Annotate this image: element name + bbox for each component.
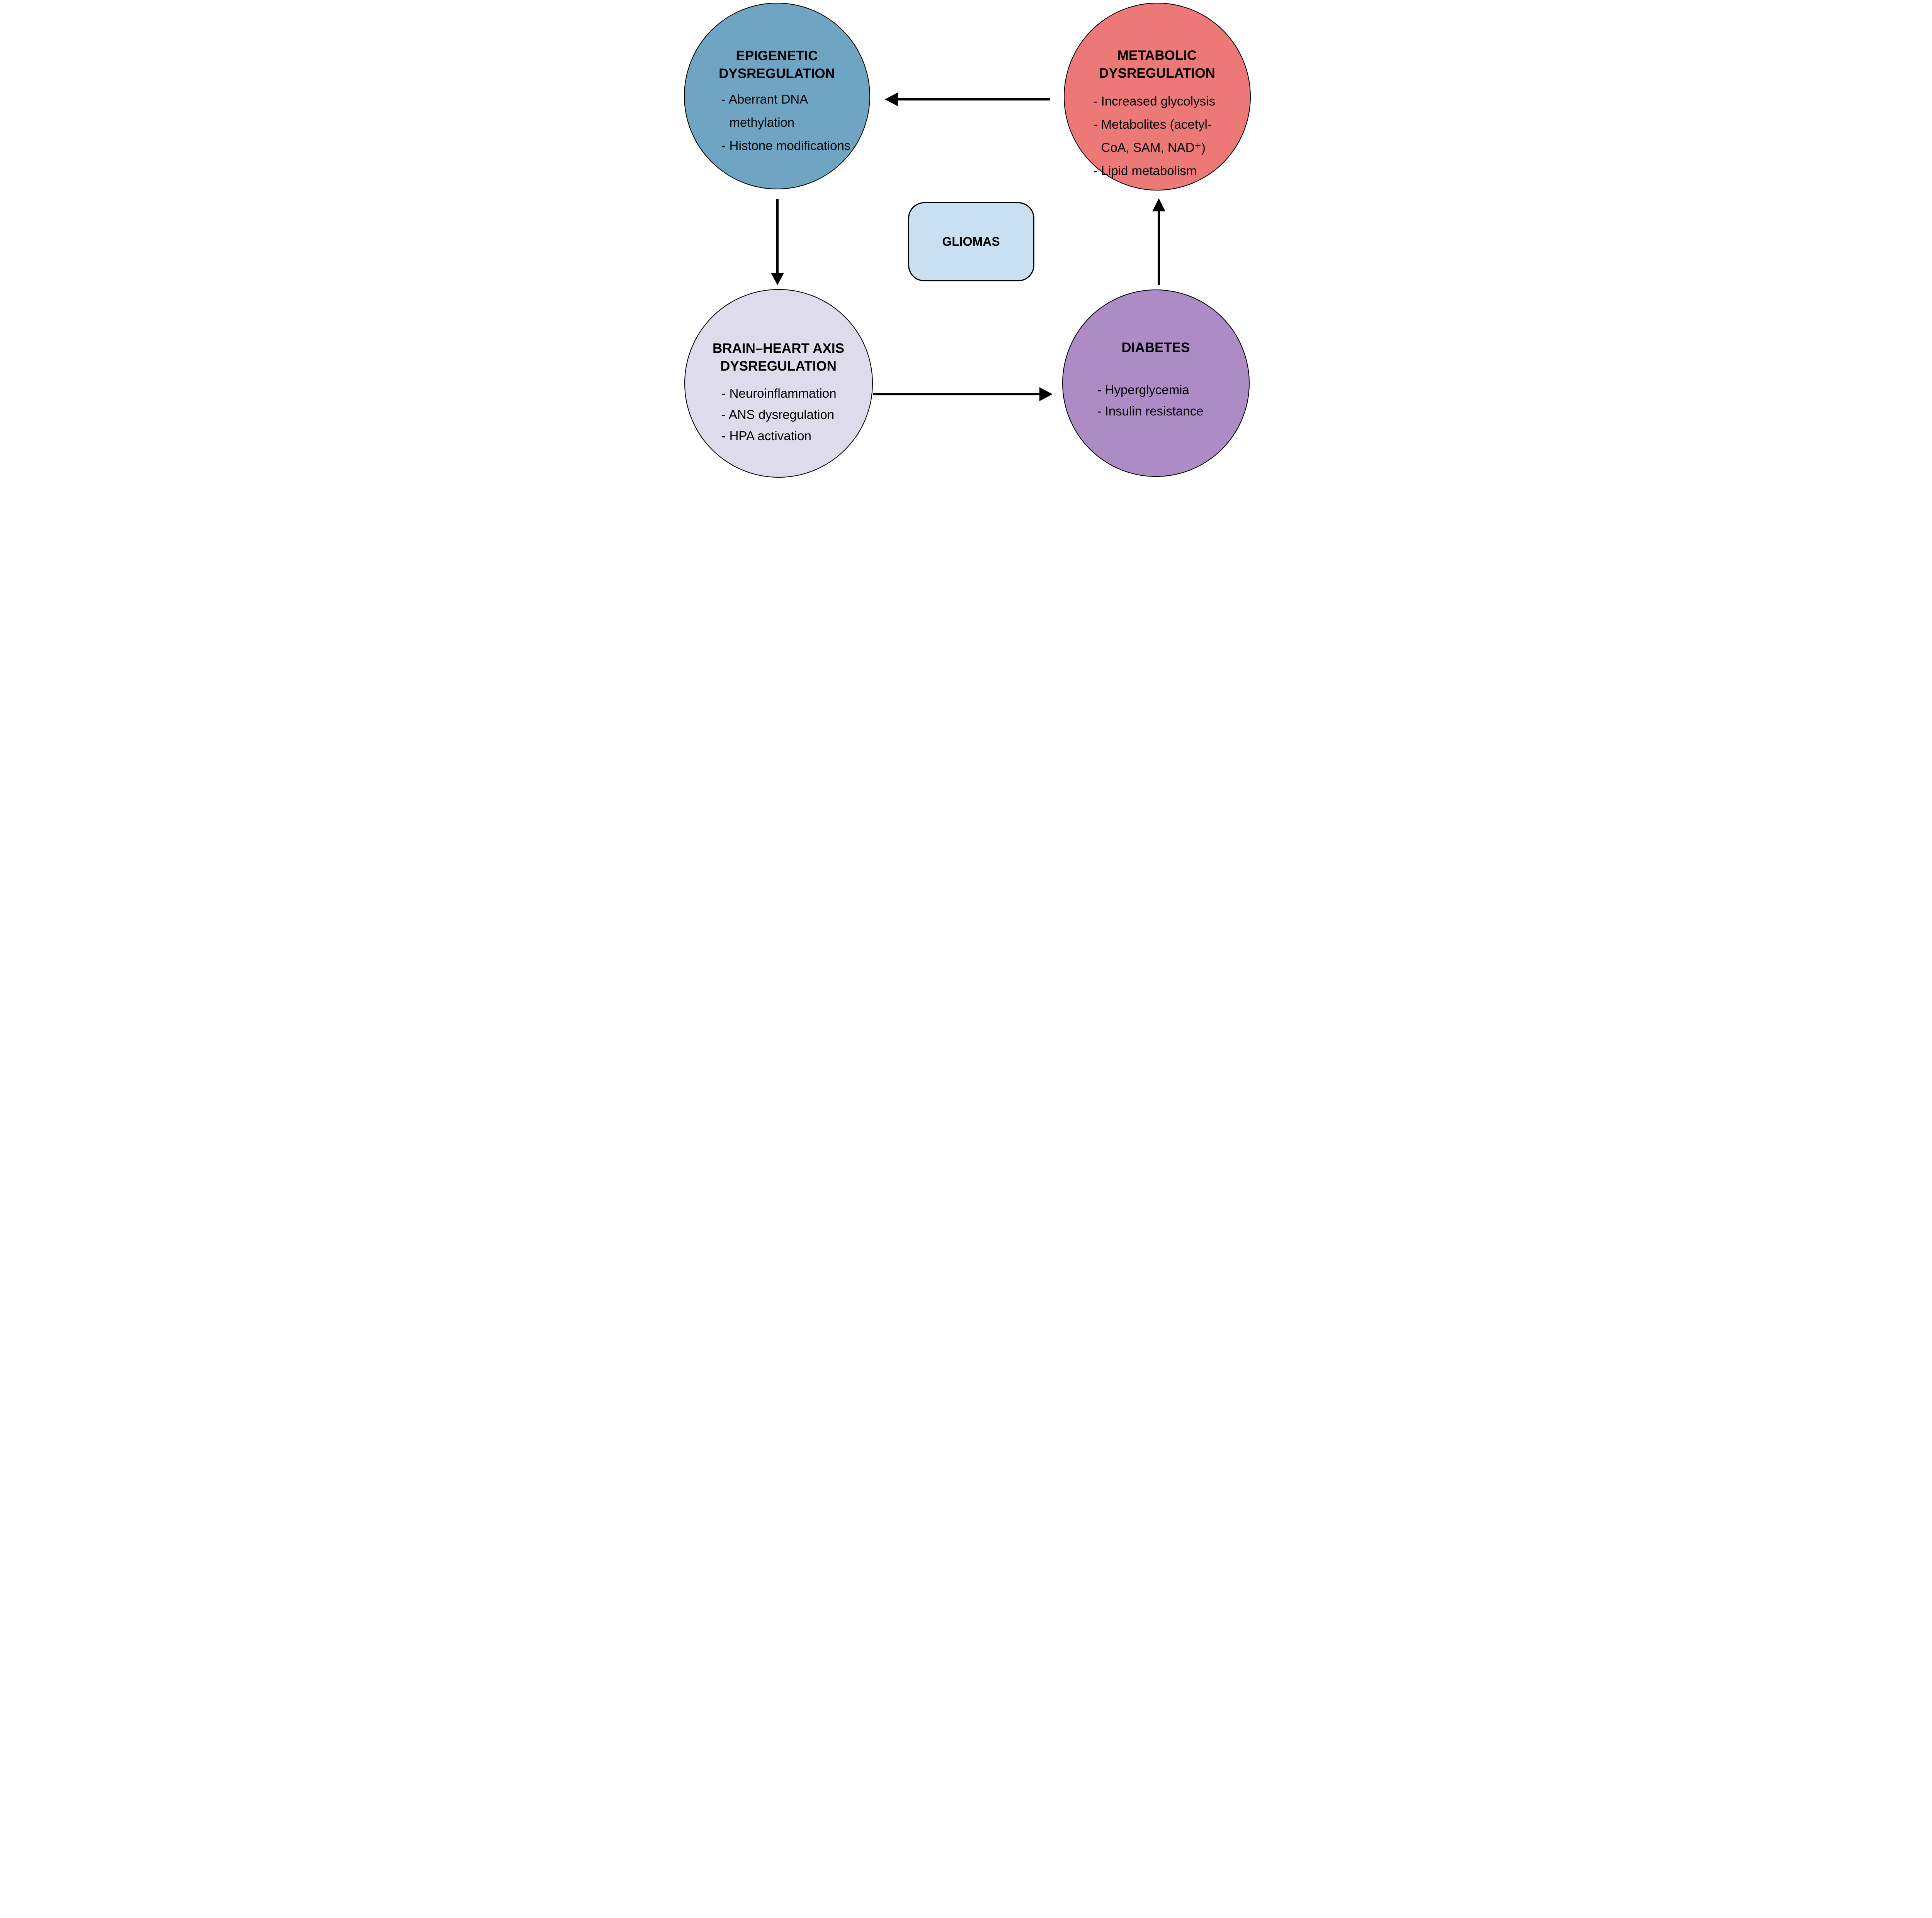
- bullet-item: - ANS dysregulation: [721, 407, 835, 422]
- bullet-item: - Lipid metabolism: [1093, 163, 1197, 178]
- node-brain-heart-axis-dysregulation: BRAIN–HEART AXIS DYSREGULATION - Neuroin…: [684, 289, 873, 478]
- node-metabolic-title: METABOLIC DYSREGULATION: [1065, 47, 1250, 82]
- title-line: DYSREGULATION: [720, 359, 837, 374]
- arrow-brainheart-to-diabetes: [872, 387, 1053, 401]
- node-brainheart-title: BRAIN–HEART AXIS DYSREGULATION: [685, 340, 872, 375]
- node-epigenetic-title: EPIGENETIC DYSREGULATION: [685, 47, 869, 83]
- arrow-diabetes-to-metabolic: [1152, 198, 1165, 285]
- title-line: BRAIN–HEART AXIS: [713, 341, 844, 356]
- node-metabolic-bullets: - Increased glycolysis - Metabolites (ac…: [1094, 90, 1228, 182]
- node-epigenetic-dysregulation: EPIGENETIC DYSREGULATION - Aberrant DNA …: [684, 3, 870, 189]
- title-line: METABOLIC: [1117, 48, 1197, 63]
- arrowhead-up-icon: [1152, 198, 1165, 211]
- node-diabetes: DIABETES - Hyperglycemia - Insulin resis…: [1062, 289, 1250, 477]
- arrowhead-down-icon: [770, 273, 784, 285]
- arrowhead-left-icon: [884, 92, 898, 106]
- node-brainheart-bullets: - Neuroinflammation - ANS dysregulation …: [722, 383, 861, 446]
- node-gliomas: GLIOMAS: [908, 202, 1034, 281]
- title-line: DYSREGULATION: [719, 66, 835, 81]
- node-metabolic-dysregulation: METABOLIC DYSREGULATION - Increased glyc…: [1063, 3, 1251, 191]
- bullet-item: - Hyperglycemia: [1097, 383, 1189, 397]
- node-epigenetic-bullets: - Aberrant DNA methylation - Histone mod…: [722, 88, 862, 157]
- arrow-epigenetic-to-brainheart: [770, 199, 784, 285]
- node-diabetes-bullets: - Hyperglycemia - Insulin resistance: [1097, 379, 1236, 422]
- bullet-item: - Neuroinflammation: [721, 386, 837, 400]
- title-line: EPIGENETIC: [736, 48, 818, 63]
- diagram-canvas: EPIGENETIC DYSREGULATION - Aberrant DNA …: [680, 0, 1252, 480]
- bullet-item: - Aberrant DNA methylation: [721, 92, 808, 129]
- bullet-item: - Increased glycolysis: [1093, 94, 1215, 108]
- title-line: DYSREGULATION: [1099, 66, 1215, 81]
- bullet-item: - Metabolites (acetyl-CoA, SAM, NAD⁺): [1093, 117, 1212, 155]
- arrow-metabolic-to-epigenetic: [884, 92, 1050, 106]
- bullet-item: - Histone modifications: [721, 138, 851, 153]
- bullet-item: - HPA activation: [721, 429, 811, 443]
- bullet-item: - Insulin resistance: [1097, 404, 1204, 418]
- node-diabetes-title: DIABETES: [1063, 339, 1249, 357]
- gliomas-label: GLIOMAS: [942, 235, 1000, 248]
- arrowhead-right-icon: [1039, 387, 1053, 401]
- title-line: DIABETES: [1121, 340, 1190, 355]
